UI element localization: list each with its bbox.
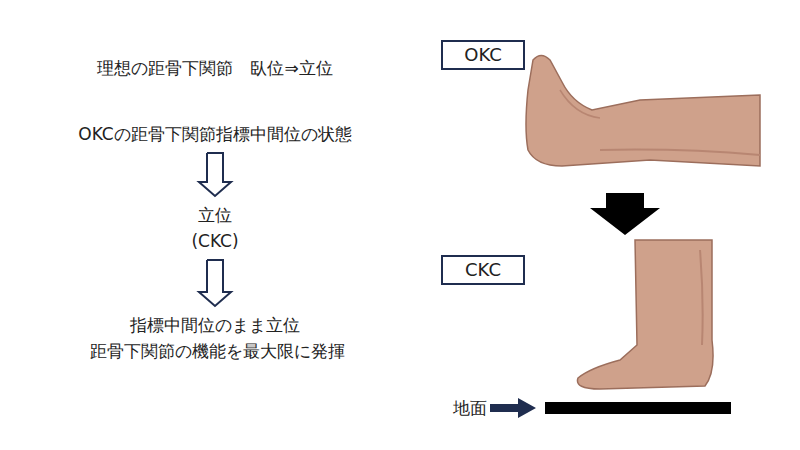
transition-arrow	[590, 193, 660, 235]
flow-step: 指標中間位のまま立位 距骨下関節の機能を最大限に発揮	[90, 312, 340, 364]
flow-step: 立位 (CKC)	[183, 202, 247, 254]
state-box: CKC	[441, 255, 525, 285]
title: 理想の距骨下関節 臥位⇒立位	[97, 56, 332, 80]
flow-step: OKCの距骨下関節指標中間位の状態	[78, 121, 351, 147]
node-text: OKCの距骨下関節指標中間位の状態	[78, 121, 351, 147]
leg-photo-ckc	[577, 240, 713, 389]
flow-arrow	[199, 260, 231, 306]
node-text: 指標中間位のまま立位 距骨下関節の機能を最大限に発揮	[90, 312, 340, 364]
leg-shading	[560, 90, 600, 118]
node-text: CKC	[455, 259, 511, 281]
leg-shading	[600, 150, 760, 155]
state-box: OKC	[441, 40, 525, 70]
node-text: OKC	[455, 44, 511, 66]
ground-label: 地面	[453, 396, 487, 420]
leg-photo-okc	[526, 56, 760, 167]
ground-pointer	[490, 398, 536, 418]
leg-shading	[700, 250, 703, 345]
flow-arrow	[199, 153, 231, 196]
node-text: 立位 (CKC)	[183, 202, 247, 254]
ground-bar	[545, 402, 731, 414]
